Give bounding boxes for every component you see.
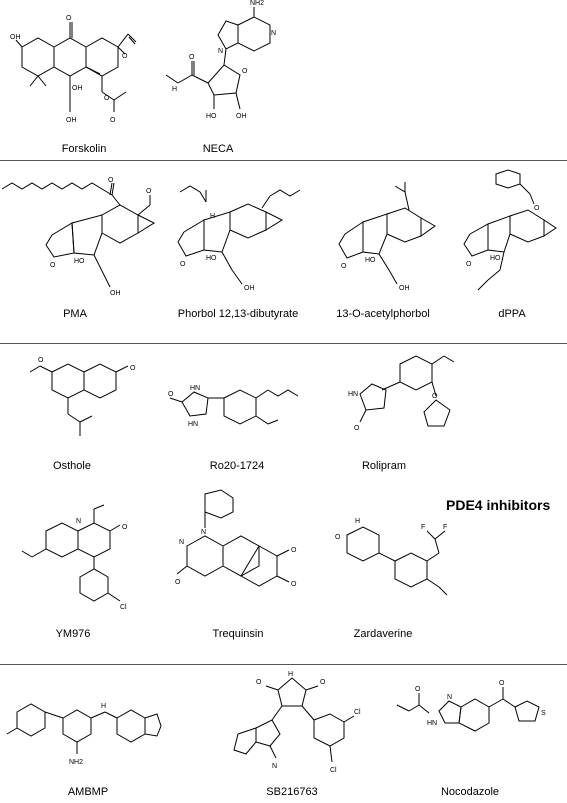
- ym976-label: YM976: [55, 628, 91, 640]
- pma-ho-label: HO: [74, 258, 85, 265]
- nocodazole-o-label: O: [415, 686, 421, 693]
- rolipram-label: Rolipram: [361, 460, 406, 472]
- rolipram-hn-label: HN: [348, 391, 358, 398]
- pma-o-label: O: [146, 188, 152, 195]
- zardaverine-f-label: F: [421, 524, 425, 531]
- forskolin-oh2-label: OH: [72, 85, 83, 92]
- neca-oh-label: OH: [236, 113, 247, 120]
- nocodazole-structure: O O HN S N: [396, 680, 546, 732]
- pma-o3-label: O: [50, 262, 56, 269]
- sb216763-label: SB216763: [266, 786, 318, 798]
- pma-structure: O O O HO OH: [1, 177, 156, 297]
- divider-3: [0, 664, 567, 665]
- pde4-section-title: PDE4 inhibitors: [446, 497, 551, 513]
- rolipram-structure: HN O O: [348, 355, 455, 432]
- dppa-o2-label: O: [534, 205, 540, 212]
- forskolin-o4-label: O: [122, 53, 128, 60]
- ro20-label: Ro20-1724: [209, 460, 265, 472]
- osthole-o2-label: O: [38, 357, 44, 364]
- trequinsin-n-label: N: [201, 529, 206, 536]
- forskolin-o-label: O: [66, 15, 72, 22]
- pma-o2-label: O: [108, 177, 114, 184]
- ym976-structure: N O Cl: [21, 504, 128, 611]
- acetylphorbol-ho-label: HO: [365, 257, 376, 264]
- nocodazole-s-label: S: [541, 710, 546, 717]
- sb216763-structure: H O O Cl Cl N: [233, 671, 361, 774]
- pma-oh-label: OH: [110, 290, 121, 297]
- acetylphorbol-o-label: O: [341, 263, 347, 270]
- osthole-o-label: O: [130, 365, 136, 372]
- phorbol-structure: O HO OH H: [177, 185, 301, 292]
- ambmp-nh2-label: NH2: [69, 759, 83, 766]
- neca-structure: NH2 N N O H HO OH O: [165, 0, 276, 120]
- acetylphorbol-label: 13-O-acetylphorbol: [336, 308, 430, 320]
- dppa-o-label: O: [466, 261, 472, 268]
- acetylphorbol-structure: O HO OH: [338, 182, 436, 292]
- ro20-structure: HN HN O: [168, 385, 299, 428]
- osthole-label: Osthole: [53, 460, 91, 472]
- phorbol-label: Phorbol 12,13-dibutyrate: [177, 308, 299, 320]
- phorbol-ho-label: HO: [206, 255, 217, 262]
- neca-n2-label: N: [218, 48, 223, 55]
- neca-label: NECA: [202, 143, 234, 155]
- neca-o-label: O: [189, 54, 195, 61]
- neca-n-label: N: [271, 30, 276, 37]
- neca-nh-label: H: [172, 86, 177, 93]
- sb216763-o-label: O: [256, 679, 262, 686]
- ro20-nh-label: HN: [190, 385, 200, 392]
- forskolin-o3-label: O: [110, 117, 116, 124]
- forskolin-oh3-label: OH: [66, 117, 77, 124]
- phorbol-oh-label: OH: [244, 285, 255, 292]
- forskolin-o2-label: O: [104, 95, 110, 102]
- sb216763-h-label: H: [288, 671, 293, 678]
- neca-nh2-label: NH2: [250, 0, 264, 7]
- forskolin-structure: OH O OH OH O O O: [10, 15, 137, 124]
- acetylphorbol-oh-label: OH: [399, 285, 410, 292]
- ym976-o-label: O: [122, 524, 128, 531]
- forskolin-label: Forskolin: [61, 143, 107, 155]
- zardaverine-structure: H O F F: [335, 518, 448, 596]
- trequinsin-o-label: O: [175, 579, 181, 586]
- zardaverine-label: Zardaverine: [353, 628, 413, 640]
- nocodazole-hn-label: HN: [427, 720, 437, 727]
- trequinsin-o2-label: O: [291, 581, 297, 588]
- ambmp-label: AMBMP: [67, 786, 109, 798]
- ambmp-nh-label: H: [101, 703, 106, 710]
- divider-2: [0, 343, 567, 344]
- dppa-structure: O HO O: [463, 169, 557, 291]
- trequinsin-n2-label: N: [179, 539, 184, 546]
- dppa-label: dPPA: [498, 308, 526, 320]
- nocodazole-o2-label: O: [499, 680, 505, 687]
- trequinsin-label: Trequinsin: [212, 628, 264, 640]
- osthole-structure: O O: [29, 357, 136, 436]
- phorbol-o-label: O: [180, 261, 186, 268]
- pma-label: PMA: [63, 308, 87, 320]
- nocodazole-n-label: N: [447, 694, 452, 701]
- sb216763-n-label: N: [272, 763, 277, 770]
- forskolin-oh-label: OH: [10, 34, 21, 41]
- zardaverine-f2-label: F: [443, 524, 447, 531]
- trequinsin-o3-label: O: [291, 547, 297, 554]
- neca-o2-label: O: [242, 68, 248, 75]
- zardaverine-nh-label: H: [355, 518, 360, 525]
- nocodazole-label: Nocodazole: [440, 786, 500, 798]
- phorbol-h-label: H: [210, 213, 215, 220]
- sb216763-o2-label: O: [320, 679, 326, 686]
- dppa-ho-label: HO: [490, 255, 501, 262]
- ym976-cl-label: Cl: [120, 604, 127, 611]
- rolipram-o2-label: O: [432, 393, 438, 400]
- rolipram-o-label: O: [354, 425, 360, 432]
- sb216763-cl-label: Cl: [354, 709, 361, 716]
- ym976-n-label: N: [76, 518, 81, 525]
- trequinsin-structure: N N O O O: [175, 489, 297, 588]
- zardaverine-o-label: O: [335, 534, 341, 541]
- ambmp-structure: NH2 H: [6, 703, 162, 766]
- divider-1: [0, 160, 567, 161]
- ro20-hn-label: HN: [188, 421, 198, 428]
- neca-ho-label: HO: [206, 113, 217, 120]
- sb216763-cl2-label: Cl: [330, 767, 337, 774]
- ro20-o-label: O: [168, 391, 174, 398]
